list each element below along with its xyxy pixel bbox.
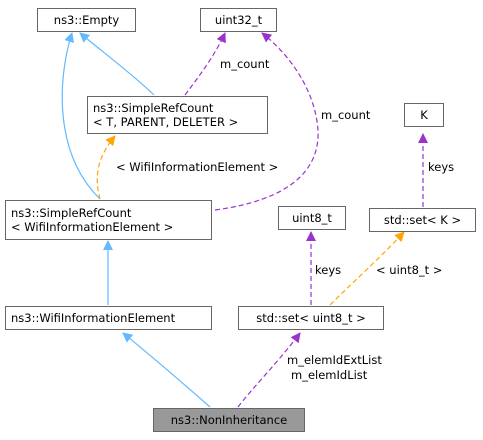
node-uint32-t-label: uint32_t <box>214 13 263 27</box>
node-wifi-information-element-label: ns3::WifiInformationElement <box>11 311 176 325</box>
node-std-set-uint8[interactable]: std::set< uint8_t > <box>238 306 384 330</box>
edge-label-keys-k: keys <box>428 160 455 174</box>
node-std-set-k[interactable]: std::set< K > <box>369 208 476 232</box>
edge-simplerefcount-wie-to-uint32 <box>214 32 319 211</box>
node-std-set-uint8-label: std::set< uint8_t > <box>256 311 366 325</box>
edge-simplerefcount-wie-to-template <box>96 135 116 200</box>
node-uint8-t-label: uint8_t <box>292 211 332 225</box>
edge-label-m-count-right: m_count <box>321 108 371 122</box>
edge-label-template-arg: < WifiInformationElement > <box>116 160 279 174</box>
node-simplerefcount-wifi-ie-line1: ns3::SimpleRefCount <box>11 206 132 220</box>
node-k-label: K <box>420 108 428 122</box>
edge-simplerefcount-wie-to-empty <box>61 32 101 200</box>
node-non-inheritance-label: ns3::NonInheritance <box>170 413 288 427</box>
node-uint32-t[interactable]: uint32_t <box>200 8 277 32</box>
edge-label-m-count-top: m_count <box>220 57 270 71</box>
edge-noninheritance-to-stdset-uint8 <box>237 332 301 408</box>
node-ns3-empty-label: ns3::Empty <box>53 13 120 27</box>
edge-stdset-uint8-to-stdset-k <box>329 231 405 306</box>
node-ns3-empty[interactable]: ns3::Empty <box>37 8 136 32</box>
node-simplerefcount-wifi-ie-line2: < WifiInformationElement > <box>11 220 174 234</box>
edge-noninheritance-to-wifi-ie <box>122 332 211 408</box>
node-wifi-information-element[interactable]: ns3::WifiInformationElement <box>5 306 212 330</box>
edge-label-member-ext: m_elemIdExtList <box>287 353 382 367</box>
edge-simplerefcount-to-uint32 <box>184 32 226 96</box>
node-std-set-k-label: std::set< K > <box>383 213 462 227</box>
node-uint8-t[interactable]: uint8_t <box>278 206 346 230</box>
edge-simplerefcount-to-empty <box>79 32 155 96</box>
node-k[interactable]: K <box>404 103 444 127</box>
edge-label-keys-uint8: keys <box>315 263 342 277</box>
node-simplerefcount-wifi-ie[interactable]: ns3::SimpleRefCount < WifiInformationEle… <box>5 200 212 240</box>
node-simplerefcount-template[interactable]: ns3::SimpleRefCount < T, PARENT, DELETER… <box>87 96 268 134</box>
edge-label-set-template-arg: < uint8_t > <box>376 263 443 277</box>
node-simplerefcount-template-line1: ns3::SimpleRefCount <box>93 101 214 115</box>
edge-label-member-list: m_elemIdList <box>291 368 368 382</box>
node-non-inheritance[interactable]: ns3::NonInheritance <box>153 408 305 432</box>
node-simplerefcount-template-line2: < T, PARENT, DELETER > <box>93 115 239 129</box>
